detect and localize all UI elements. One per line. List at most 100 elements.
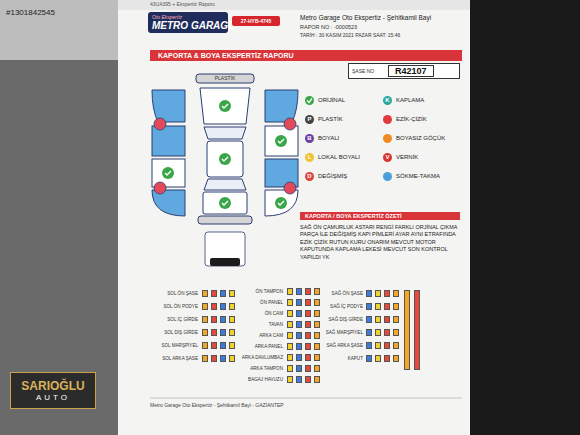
legend-letter: V bbox=[383, 153, 392, 162]
status-cell bbox=[287, 376, 293, 383]
status-cell bbox=[314, 354, 320, 361]
part-name: ÖN TAMPON bbox=[238, 288, 283, 295]
status-cell bbox=[296, 343, 302, 350]
status-cell bbox=[202, 316, 208, 323]
status-cell bbox=[220, 342, 226, 349]
status-cell bbox=[366, 303, 372, 310]
legend-text: DEĞİŞMİŞ bbox=[318, 172, 347, 181]
logo-box: Oto EkspertizMETRO GARAGE bbox=[148, 12, 228, 33]
legend-text: SÖKME-TAKMA bbox=[396, 172, 440, 181]
status-cell bbox=[314, 376, 320, 383]
node-text: AUTO bbox=[15, 393, 91, 402]
status-cell bbox=[384, 316, 390, 323]
part-name: SOL DIŞ GİRDE bbox=[148, 329, 198, 336]
status-cell bbox=[305, 365, 311, 372]
status-cell bbox=[375, 316, 381, 323]
node-text: 27-HYB-4745 bbox=[235, 18, 277, 24]
node-text: KAPORTA & BOYA EKSPERTİZ RAPORU bbox=[158, 52, 454, 59]
part-name: SOL ÖN ŞASE bbox=[148, 290, 198, 297]
part-name: ARKA PANEL bbox=[238, 343, 283, 350]
node-text: SARIOĞLU bbox=[15, 379, 91, 393]
status-cell bbox=[393, 355, 399, 362]
part-name: TAVAN bbox=[238, 321, 283, 328]
legend-text: EZİK-ÇİZİK bbox=[396, 115, 427, 124]
part-name: BAGAJ HAVUZU bbox=[238, 376, 283, 383]
report-text: 43UA395 + Ekspertiz Raporu bbox=[150, 1, 310, 7]
status-cell bbox=[366, 342, 372, 349]
status-cell bbox=[287, 343, 293, 350]
status-cell bbox=[211, 316, 217, 323]
legend-text: BOYALI bbox=[318, 134, 339, 143]
title-band: KAPORTA & BOYA EKSPERTİZ RAPORU bbox=[150, 50, 462, 61]
status-cell bbox=[229, 329, 235, 336]
status-cell bbox=[384, 303, 390, 310]
part-name: SOL ARKA ŞASE bbox=[148, 355, 198, 362]
status-cell bbox=[220, 316, 226, 323]
status-cell bbox=[296, 365, 302, 372]
node-text: ŞASE NO bbox=[352, 68, 388, 74]
status-cell bbox=[314, 343, 320, 350]
status-cell bbox=[229, 290, 235, 297]
report-text: RAPOR NO : -0000523 bbox=[300, 24, 460, 30]
status-cell bbox=[314, 332, 320, 339]
legend-text: BOYASIZ GÖÇÜK bbox=[396, 134, 445, 143]
status-cell bbox=[287, 365, 293, 372]
part-name: ÖN PANEL bbox=[238, 299, 283, 306]
status-cell bbox=[366, 355, 372, 362]
status-cell bbox=[202, 290, 208, 297]
status-cell bbox=[305, 332, 311, 339]
part-name: SAĞ DIŞ GİRDE bbox=[320, 316, 363, 323]
chassis-box: ŞASE NOR42107 bbox=[348, 63, 460, 79]
status-cell bbox=[202, 329, 208, 336]
part-name: SAĞ ÖN ŞASE bbox=[320, 290, 363, 297]
status-cell bbox=[229, 303, 235, 310]
status-cell bbox=[314, 310, 320, 317]
part-name: ARKA TAMPON bbox=[238, 365, 283, 372]
status-cell bbox=[393, 342, 399, 349]
status-cell bbox=[287, 321, 293, 328]
part-name: SOL ÖN PODYE bbox=[148, 303, 198, 310]
status-cell bbox=[375, 290, 381, 297]
status-cell bbox=[314, 299, 320, 306]
legend-swatch bbox=[383, 134, 392, 143]
report-text: Metro Garage Oto Ekspertiz - Şehitkamil … bbox=[300, 14, 465, 21]
status-cell bbox=[393, 303, 399, 310]
node-text: METRO GARAGE bbox=[152, 20, 224, 31]
status-cell bbox=[296, 332, 302, 339]
report-text: PLASTİK bbox=[196, 75, 254, 82]
status-cell bbox=[296, 321, 302, 328]
status-cell bbox=[211, 329, 217, 336]
status-cell bbox=[375, 329, 381, 336]
status-cell bbox=[211, 342, 217, 349]
status-cell bbox=[202, 355, 208, 362]
status-cell bbox=[296, 310, 302, 317]
check-symbol bbox=[305, 96, 314, 105]
status-cell bbox=[296, 354, 302, 361]
legend-text: VERNİK bbox=[396, 153, 418, 162]
part-name: ÖN CAM bbox=[238, 310, 283, 317]
status-cell bbox=[393, 290, 399, 297]
summary-band: KAPORTA / BOYA EKSPERTİZ ÖZETİ bbox=[300, 212, 460, 220]
status-cell bbox=[202, 303, 208, 310]
status-cell bbox=[229, 355, 235, 362]
status-cell bbox=[384, 342, 390, 349]
status-cell bbox=[305, 343, 311, 350]
part-name: ARKA CAM bbox=[238, 332, 283, 339]
legend-swatch bbox=[383, 172, 392, 181]
status-cell bbox=[404, 290, 410, 370]
legend-letter: D bbox=[305, 172, 314, 181]
report-text: SAĞ ÖN ÇAMURLUK ASTARI RENGİ FARKLI ORJİ… bbox=[300, 224, 460, 261]
part-name: SOL İÇ GİRDE bbox=[148, 316, 198, 323]
part-name: ARKA DAVLUMBAZ bbox=[238, 354, 283, 361]
status-cell bbox=[393, 329, 399, 336]
status-cell bbox=[314, 288, 320, 295]
plate-tag: 27-HYB-4745 bbox=[232, 16, 280, 26]
report-text: #1301842545 bbox=[6, 8, 106, 17]
status-cell bbox=[305, 376, 311, 383]
dealer-logo: SARIOĞLUAUTO bbox=[10, 372, 96, 409]
status-cell bbox=[220, 290, 226, 297]
status-cell bbox=[366, 290, 372, 297]
status-cell bbox=[366, 316, 372, 323]
report-text: Metro Garage Oto Ekspertiz - Şehitkamil … bbox=[150, 402, 462, 408]
status-cell bbox=[393, 316, 399, 323]
